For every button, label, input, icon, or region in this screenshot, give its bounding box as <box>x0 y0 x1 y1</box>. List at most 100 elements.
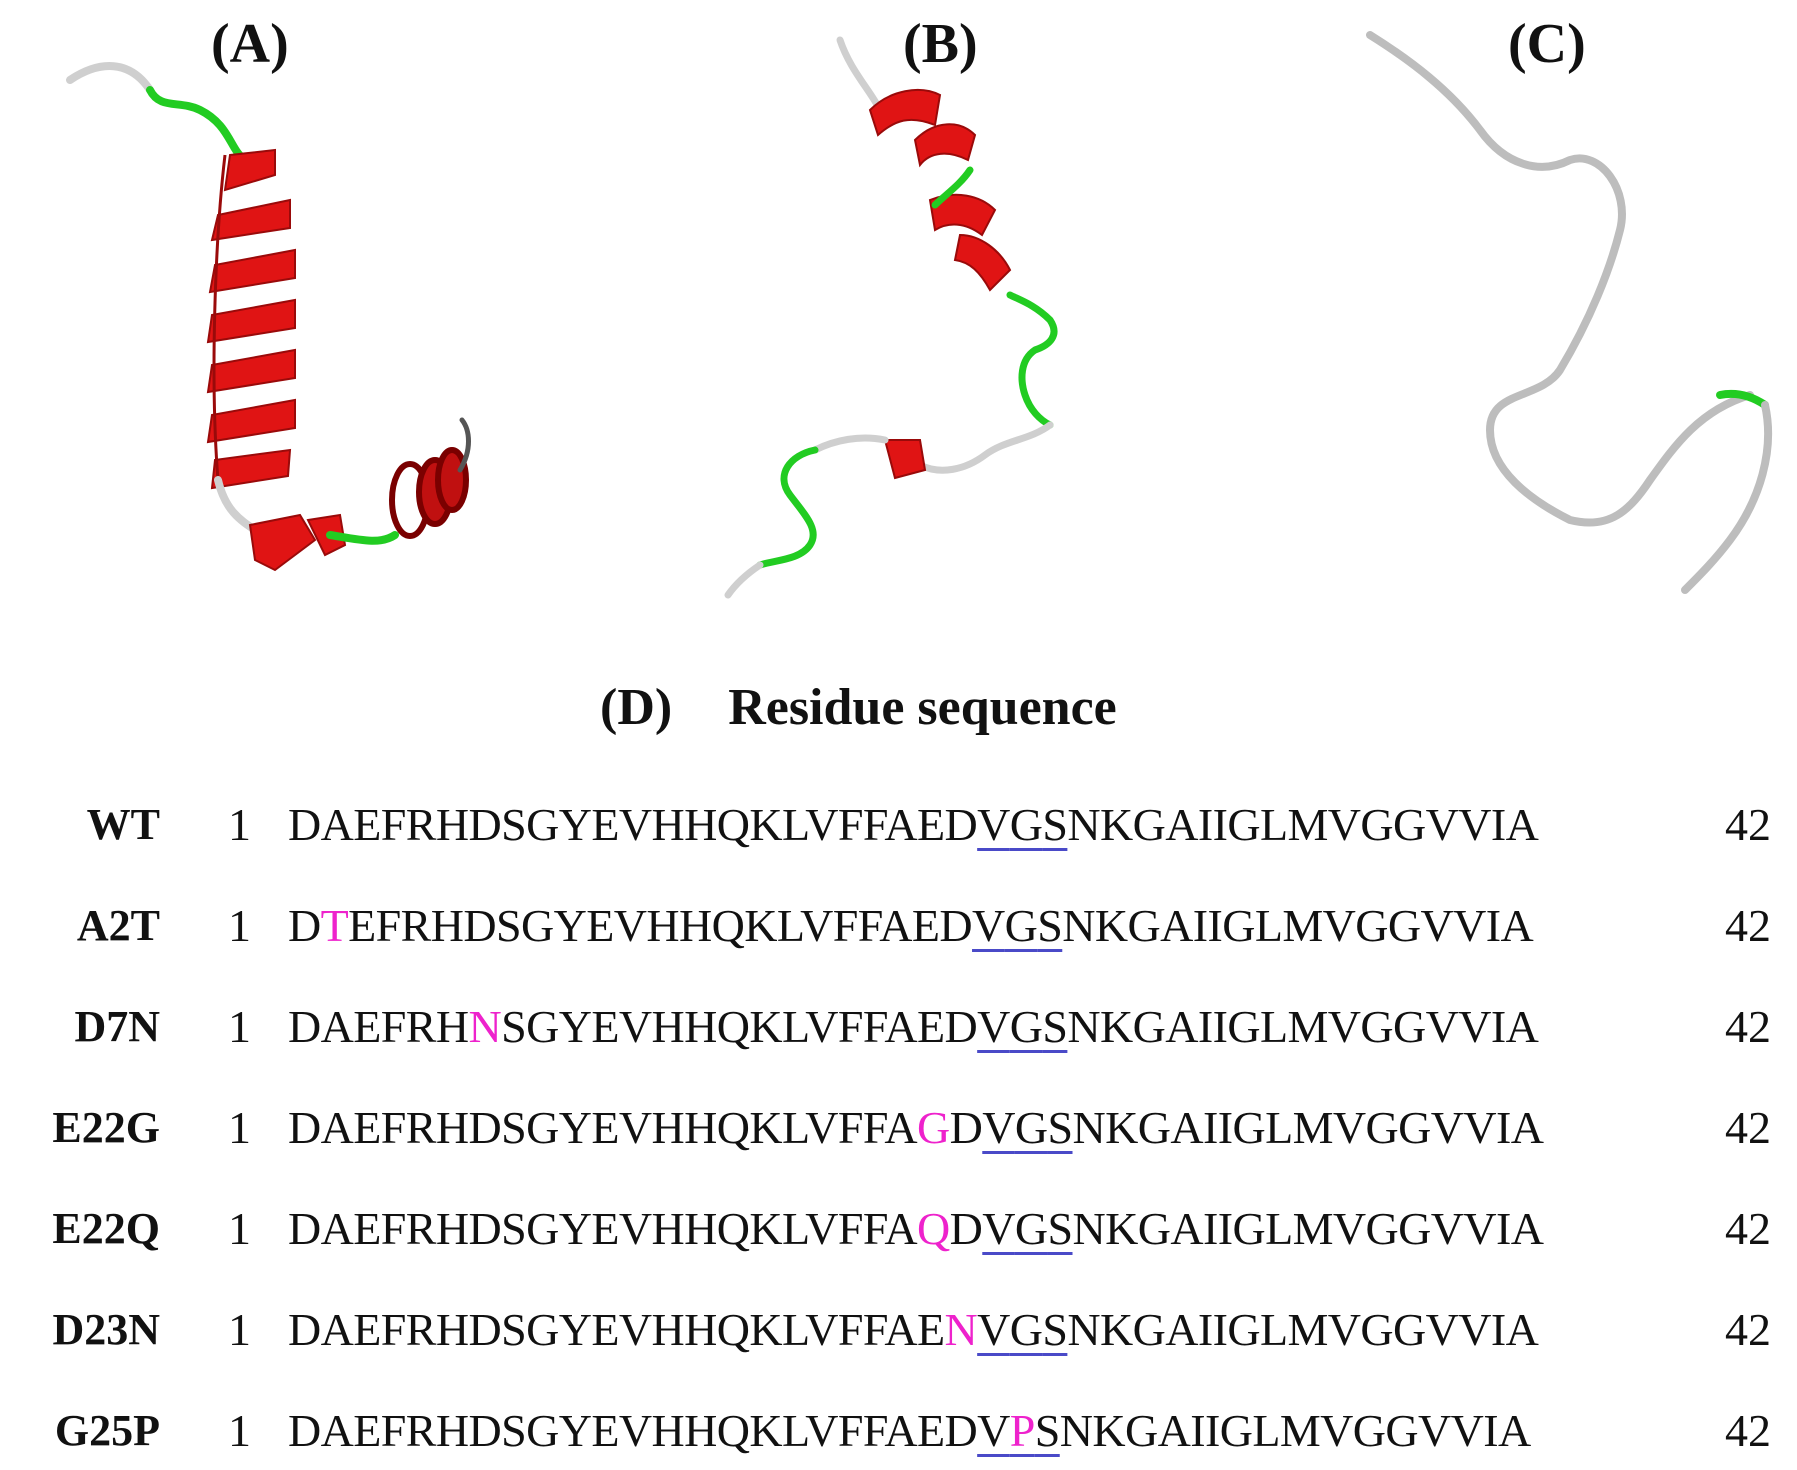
residue: Q <box>716 1304 750 1355</box>
residue: V <box>1332 1203 1366 1254</box>
residue: V <box>1418 1405 1451 1456</box>
residue: V <box>1420 900 1454 951</box>
residue: G <box>1222 900 1255 951</box>
residue: F <box>380 1203 407 1254</box>
residue: G <box>526 1304 559 1355</box>
residue: F <box>862 1203 885 1254</box>
residue: V <box>1453 900 1486 951</box>
residue: A <box>320 1304 354 1355</box>
residue: Q <box>716 1203 750 1254</box>
residue: H <box>684 1405 717 1456</box>
residue: F <box>837 1203 864 1254</box>
panel-label-b: (B) <box>903 13 978 75</box>
residue: G <box>1393 1304 1426 1355</box>
residue: R <box>405 1405 437 1456</box>
residue: N <box>1072 1203 1106 1254</box>
residue: G <box>1132 799 1166 850</box>
helix-c-terminal <box>248 513 347 572</box>
residue: S <box>1042 1304 1068 1355</box>
coil-middle <box>916 421 1054 474</box>
sequence-name: A2T <box>76 901 160 950</box>
residue: F <box>837 1304 864 1355</box>
residue: S <box>495 900 522 951</box>
residue: E <box>917 1304 945 1355</box>
residue: D <box>468 1102 502 1153</box>
residue: V <box>972 900 1005 951</box>
residue: K <box>1100 1304 1133 1355</box>
residue: H <box>684 1102 717 1153</box>
residue: I <box>1197 1304 1213 1355</box>
residue: R <box>405 1102 437 1153</box>
residue: G <box>1360 1304 1394 1355</box>
residue: I <box>1197 799 1213 850</box>
residue: V <box>977 799 1010 850</box>
residue: N <box>1067 799 1101 850</box>
residue: K <box>749 1203 782 1254</box>
structure-a <box>66 62 471 572</box>
residue: S <box>501 1102 527 1153</box>
residue: E <box>353 1405 381 1456</box>
residue: V <box>1332 1102 1366 1153</box>
residue: I <box>1197 1001 1213 1052</box>
coil-c-terminus <box>724 561 764 599</box>
residue: K <box>1100 1001 1133 1052</box>
residue: K <box>1100 799 1133 850</box>
residue: S <box>1037 900 1063 951</box>
residue: K <box>749 799 782 850</box>
residue: F <box>380 1001 407 1052</box>
residue: F <box>380 1304 407 1355</box>
residue: V <box>1425 1001 1459 1052</box>
residue: Q <box>716 1001 750 1052</box>
residue: M <box>1292 1102 1334 1153</box>
residue: H <box>684 1001 717 1052</box>
residue: Q <box>716 1405 750 1456</box>
residue: S <box>501 799 527 850</box>
residue: G <box>526 1405 559 1456</box>
residue: H <box>435 1203 469 1254</box>
mutated-residue: P <box>1009 1405 1036 1456</box>
residue: E <box>917 1405 945 1456</box>
coil-c-terminus <box>1681 401 1773 594</box>
residue: H <box>430 900 464 951</box>
residue: I <box>1217 1203 1233 1254</box>
residue: H <box>651 1203 685 1254</box>
residue: L <box>1259 1304 1288 1355</box>
section-d-heading: Residue sequence <box>728 679 1117 736</box>
residue: A <box>320 1405 354 1456</box>
residue: G <box>1352 1405 1386 1456</box>
residue: Y <box>558 1304 592 1355</box>
residue: I <box>1207 900 1223 951</box>
sequence-name: D7N <box>74 1002 160 1051</box>
residue: F <box>375 900 402 951</box>
residue: Y <box>553 900 587 951</box>
residue: F <box>380 1102 407 1153</box>
residue: V <box>618 1203 652 1254</box>
residue: V <box>977 1304 1010 1355</box>
residue: G <box>1009 799 1043 850</box>
residue: F <box>862 1304 885 1355</box>
coil-c-terminus <box>457 417 471 473</box>
sequence-residues: DAEFRHDSGYEVHHQKLVFFAEDVGSNKGAIIGLMVGGVV… <box>288 795 1539 855</box>
residue: V <box>1450 1405 1484 1456</box>
coil-lower <box>811 434 889 454</box>
residue: G <box>1355 900 1388 951</box>
residue: K <box>1094 900 1128 951</box>
sequence-end-index: 42 <box>1725 1001 1771 1052</box>
sequence-start-index: 1 <box>228 799 251 850</box>
mutated-residue: T <box>320 900 349 951</box>
residue: S <box>501 1203 527 1254</box>
residue: R <box>405 1203 437 1254</box>
residue: H <box>435 1405 469 1456</box>
residue: F <box>837 799 864 850</box>
residue: V <box>805 1001 838 1052</box>
residue: A <box>320 799 354 850</box>
sequence-residues: DAEFRHDSGYEVHHQKLVFFAENVGSNKGAIIGLMVGGVV… <box>288 1300 1539 1360</box>
residue: D <box>288 900 321 951</box>
residue: M <box>1292 1203 1334 1254</box>
residue: E <box>591 1405 619 1456</box>
residue: A <box>1505 1001 1539 1052</box>
sequence-name: E22Q <box>52 1204 160 1253</box>
residue: E <box>591 799 619 850</box>
